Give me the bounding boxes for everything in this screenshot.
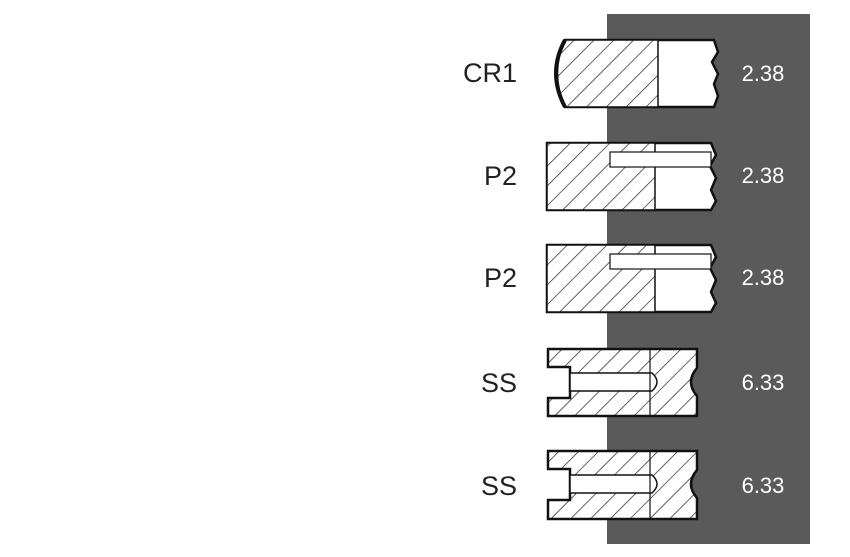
ring-3-p2-profile <box>545 243 718 314</box>
ring-4-label: SS <box>480 368 517 398</box>
ring-1-value: 2.38 <box>741 61 785 86</box>
ring-1-cr1-profile <box>554 38 720 109</box>
ring-3-value: 2.38 <box>741 265 785 290</box>
ring-5-ss-profile <box>546 449 699 521</box>
ring-3-label: P2 <box>483 263 517 293</box>
ring-2-label: P2 <box>483 161 517 191</box>
ring-1-label: CR1 <box>462 58 517 88</box>
ring-2-value: 2.38 <box>741 163 785 188</box>
ring-5-value: 6.33 <box>741 473 785 498</box>
ring-4-ss-profile <box>546 347 699 418</box>
ring-5-label: SS <box>480 471 517 501</box>
ring-4-value: 6.33 <box>741 370 785 395</box>
ring-2-p2-profile <box>545 141 718 212</box>
